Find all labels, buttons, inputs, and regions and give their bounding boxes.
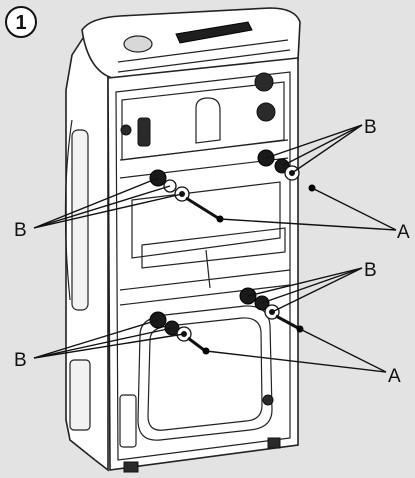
top-slot-panel [175,21,253,44]
label-b-mid-left: B [14,220,27,241]
callout-a-top-right-1 [311,187,397,231]
callout-labels: B A B B A B [14,117,410,387]
top-port-cap [123,35,153,53]
step-badge: 1 [5,6,37,38]
callout-b-mid-left-1 [33,177,159,229]
callout-b-bottom-left-1 [33,319,159,359]
callout-b-top-right-1 [265,124,363,159]
foot-left [123,461,139,473]
lower-right-screw [262,394,274,406]
mid-tray [141,227,286,269]
upper-cylinder [195,97,221,144]
upper-left-hose [185,196,219,220]
label-b-mid-right: B [364,260,377,281]
label-a-bottom-right: A [388,366,401,387]
mid-tray-divider [205,249,211,289]
callout-b-mid-left-2 [33,185,171,229]
upper-right-fitting [254,72,274,92]
callout-b-mid-left-3 [33,193,183,229]
mid-rail-1 [119,139,289,161]
mid-rail-3 [119,269,291,291]
upper-left-screw [120,124,132,136]
side-handle-recess [71,129,89,311]
upper-left-clip [137,117,151,147]
lower-side-recess [69,359,91,431]
top-bar [117,39,289,63]
label-b-top-right: B [364,117,377,138]
appliance-body [64,7,301,473]
rear-frame [107,57,299,471]
lower-left-hose [187,336,205,352]
callout-b-mid-right-2 [261,267,363,304]
callout-b-mid-right-3 [271,267,363,313]
lower-left-slot [119,394,137,448]
mid-rail-4 [119,284,291,306]
callout-a-bottom-right-1 [299,328,387,373]
rear-frame-inner [115,71,291,461]
callout-b-top-right-2 [281,124,363,167]
side-panel-handle-curve [64,119,73,301]
callout-a-top-right-2 [219,218,397,231]
step-number: 1 [15,12,26,34]
mid-panel [131,181,281,259]
callout-a-bottom-right-2 [205,350,387,373]
step-badge-circle [5,6,37,38]
callout-b-top-right-3 [291,124,363,174]
label-a-top-right: A [397,222,410,243]
lower-right-hose [275,314,299,330]
callout-b-bottom-left-3 [33,333,185,359]
callout-b-mid-right-1 [247,267,363,297]
label-b-bottom-left: B [14,350,27,371]
top-bar-lower [117,49,291,73]
callout-b-bottom-left-2 [33,327,173,359]
upper-right-fitting-2 [256,102,276,122]
foot-right [267,437,281,449]
callout-lines [33,124,397,373]
